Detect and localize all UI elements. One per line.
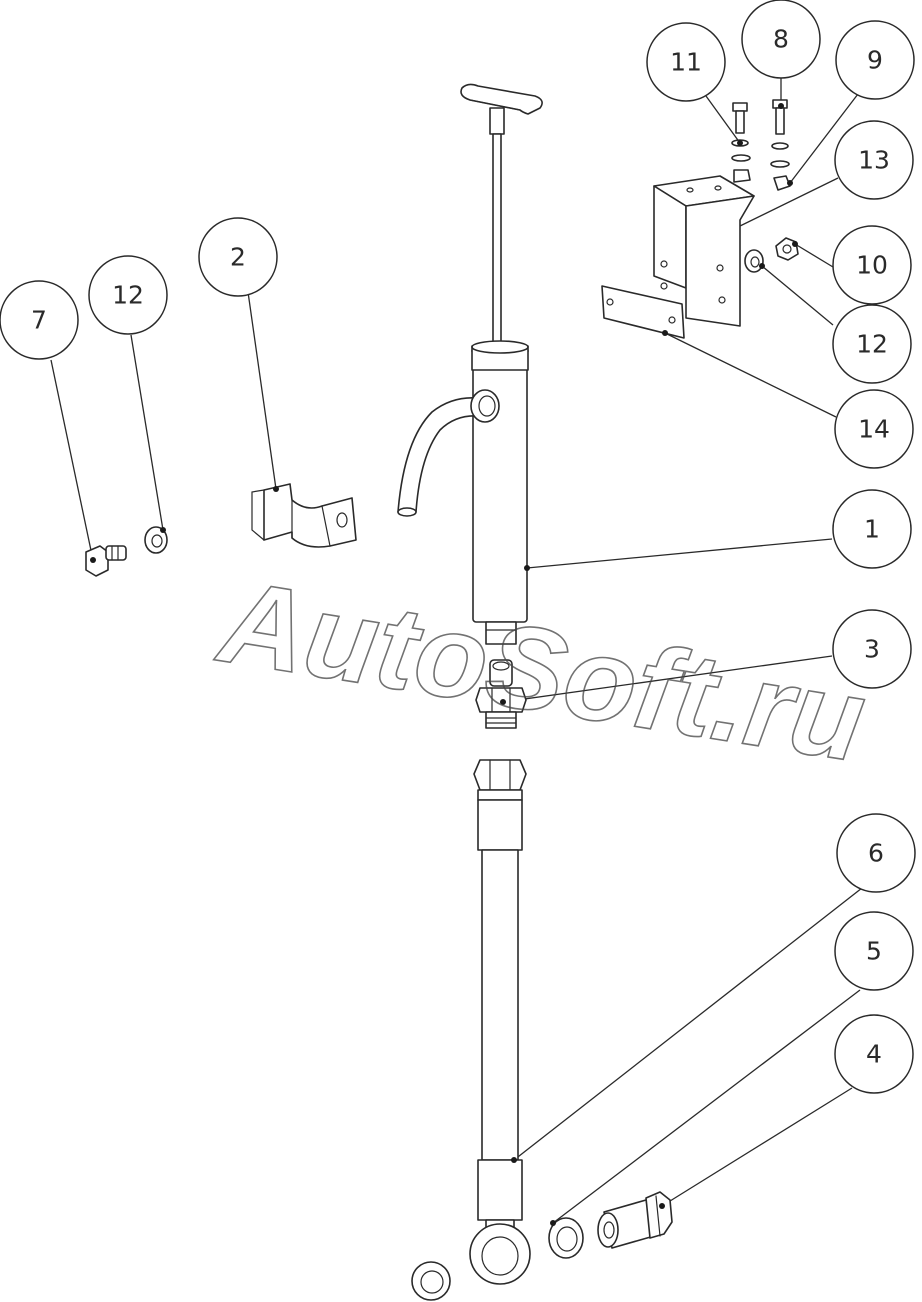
leader-2 [247,291,277,490]
callout-3-label: 3 [864,635,880,664]
callout-4-label: 4 [866,1040,882,1069]
callout-6: 6 [836,813,916,893]
leader-1 [526,538,833,569]
callout-1-label: 1 [864,515,880,544]
leader-11 [705,95,741,144]
hose-top-nut [473,759,527,791]
callout-12-right-label: 12 [856,330,888,359]
t-handle [460,83,543,115]
callout-2: 2 [198,217,278,297]
callout-9: 9 [835,20,915,100]
hose-top-ferrule [477,799,523,851]
banjo-washer [411,1261,451,1301]
leader-12b [130,334,164,531]
leader-12a [761,265,834,326]
leader-10 [794,243,834,268]
leader-lines [50,78,863,1224]
callout-14: 14 [834,389,914,469]
callout-13-label: 13 [858,146,890,175]
cylinder-bottom-nipple [485,621,517,645]
callout-12-right: 12 [832,304,912,384]
callout-14-label: 14 [858,415,890,444]
leader-7 [50,359,94,561]
callout-1: 1 [832,489,912,569]
leader-6 [513,887,863,1161]
callout-11-label: 11 [670,48,702,77]
bolt-7 [85,545,127,577]
callout-10-label: 10 [856,251,888,280]
callout-11: 11 [646,22,726,102]
banjo-bolt-4 [597,1191,673,1249]
hose-bottom-ferrule [477,1159,523,1221]
callout-8: 8 [741,0,821,79]
washer-12-right [744,249,764,273]
callouts: 11 8 9 13 10 12 14 2 [0,0,916,1094]
callout-3: 3 [832,609,912,689]
callout-6-label: 6 [868,839,884,868]
pump-spout [397,396,481,513]
callout-4: 4 [834,1014,914,1094]
bolt-11-stack [731,102,751,183]
bolt-8-stack [770,99,791,191]
callout-7: 7 [0,280,79,360]
pump-assembly [397,83,543,645]
leader-13 [739,177,839,227]
watermark-text: AutoSoft.ru [209,555,873,787]
callout-12-left-label: 12 [112,281,144,310]
callout-10: 10 [832,225,912,305]
callout-5-label: 5 [866,937,882,966]
callout-7-label: 7 [31,306,47,335]
callout-12-left: 12 [88,255,168,335]
leader-5 [552,989,861,1224]
sealing-ring-5 [548,1217,584,1259]
washer-12-left [144,526,168,554]
leader-9 [789,93,859,184]
callout-8-label: 8 [773,25,789,54]
leader-3 [502,655,833,703]
clamp-2 [251,483,357,548]
pump-rod [492,133,502,345]
callout-5: 5 [834,911,914,991]
callout-2-label: 2 [230,243,246,272]
handle-collar [489,107,505,135]
hose-tube [481,849,519,1161]
bracket-13 [653,175,755,327]
callout-9-label: 9 [867,46,883,75]
callout-13: 13 [834,120,914,200]
banjo-eye [469,1223,531,1285]
hose-assembly [411,759,531,1301]
leader-dots [90,103,798,1226]
plate-14 [601,285,685,339]
leader-4 [661,1087,853,1207]
leader-14 [664,332,837,418]
